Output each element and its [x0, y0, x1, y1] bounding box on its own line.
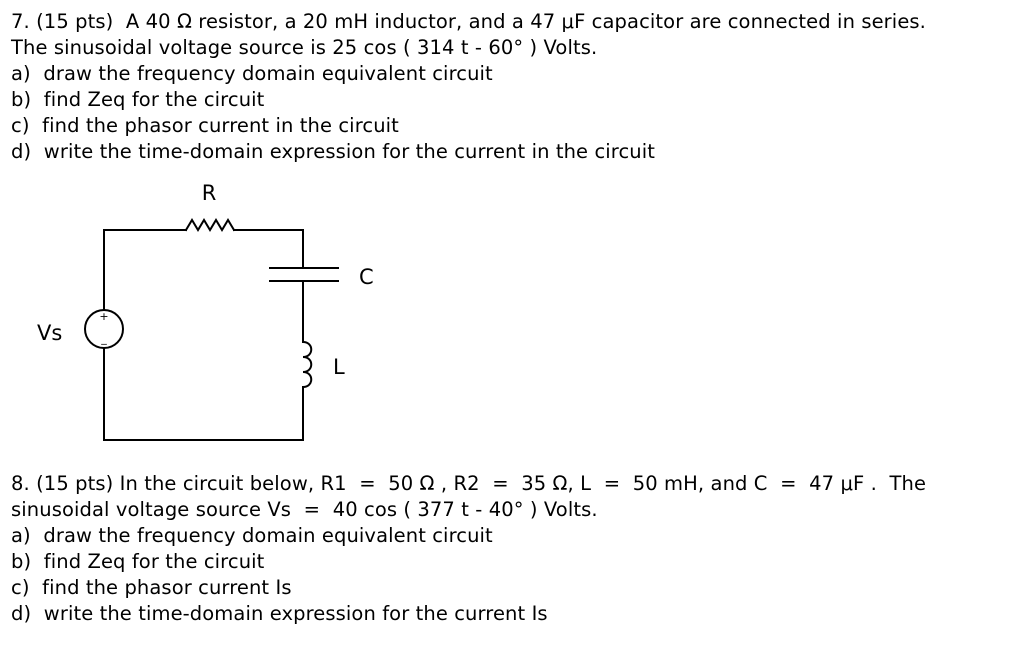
- problem-8-part-b: b) find Zeq for the circuit: [11, 550, 265, 573]
- problem-7-part-d: d) write the time-domain expression for …: [11, 140, 656, 163]
- capacitor-symbol: [269, 267, 339, 282]
- wire-top-right: [233, 229, 304, 269]
- problem-7: 7. (15 pts) A 40 Ω resistor, a 20 mH ind…: [11, 9, 1021, 165]
- voltage-source-minus-sign: _: [100, 332, 107, 345]
- problem-8: 8. (15 pts) In the circuit below, R1 = 5…: [11, 471, 1021, 627]
- problem-8-part-a: a) draw the frequency domain equivalent …: [11, 524, 493, 547]
- problem-8-part-d: d) write the time-domain expression for …: [11, 602, 548, 625]
- resistor-symbol: [184, 218, 236, 232]
- inductor-symbol: [301, 340, 313, 389]
- problem-8-statement-line-1: 8. (15 pts) In the circuit below, R1 = 5…: [11, 472, 927, 495]
- problem-7-statement-line-2: The sinusoidal voltage source is 25 cos …: [11, 36, 598, 59]
- problem-7-part-a: a) draw the frequency domain equivalent …: [11, 62, 493, 85]
- problem-7-part-c: c) find the phasor current in the circui…: [11, 114, 399, 137]
- problem-7-statement-line-1: 7. (15 pts) A 40 Ω resistor, a 20 mH ind…: [11, 10, 926, 33]
- wire-bottom: [103, 347, 304, 441]
- inductor-label: L: [333, 355, 345, 379]
- resistor-label: R: [202, 181, 217, 205]
- capacitor-label: C: [359, 265, 374, 289]
- problem-7-part-b: b) find Zeq for the circuit: [11, 88, 265, 111]
- problem-8-part-c: c) find the phasor current Is: [11, 576, 292, 599]
- voltage-source-symbol: [84, 309, 124, 349]
- voltage-source-plus-sign: +: [99, 310, 108, 323]
- voltage-source-label: Vs: [37, 321, 62, 345]
- series-rlc-circuit-diagram: R C L Vs + _: [37, 181, 374, 441]
- problem-8-statement-line-2: sinusoidal voltage source Vs = 40 cos ( …: [11, 498, 598, 521]
